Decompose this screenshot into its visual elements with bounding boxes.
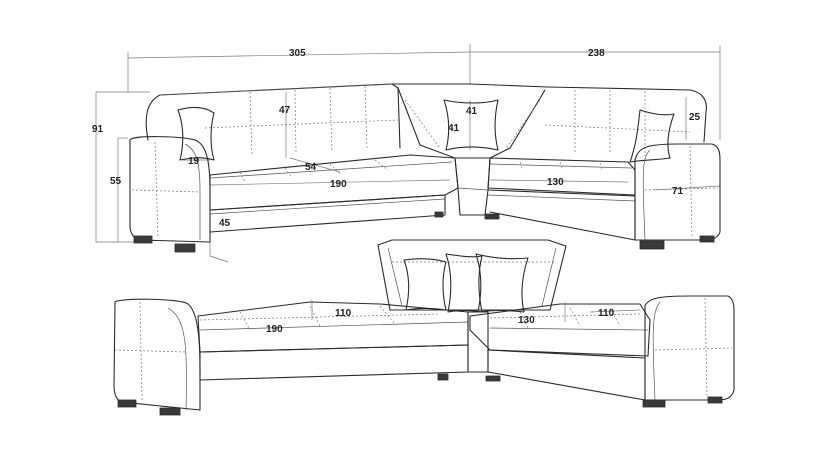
label-back-height-left: 47	[279, 105, 291, 116]
bottom-sofa-bed-drawing	[113, 239, 735, 416]
label-armrest-width: 19	[188, 156, 200, 167]
label-arm-depth: 71	[672, 186, 684, 197]
label-seat-depth: 54	[305, 162, 317, 173]
label-bed-length-left: 190	[266, 324, 283, 335]
label-bed-width-right: 110	[598, 308, 615, 319]
label-back-depth: 25	[689, 112, 701, 123]
label-pillow-size: 41	[448, 123, 460, 134]
label-bed-width-left: 110	[335, 308, 352, 319]
dimension-lines-top	[95, 44, 721, 263]
label-seat-length-right: 130	[547, 177, 564, 188]
label-seat-length-left: 190	[330, 179, 347, 190]
label-total-width-right: 238	[588, 48, 605, 59]
label-bed-length-right: 130	[518, 315, 535, 326]
label-base-height: 45	[219, 218, 231, 229]
top-dimension-labels: 305 238 91 55 47 41 41 25 19 54 190 130 …	[92, 48, 701, 229]
bottom-dimension-labels: 190 110 130 110	[266, 308, 615, 335]
top-sofa-drawing	[95, 44, 721, 263]
label-seat-height: 55	[110, 176, 122, 187]
label-back-cushion-height: 41	[466, 106, 478, 117]
label-total-height: 91	[92, 124, 104, 135]
label-total-width-left: 305	[289, 48, 306, 59]
